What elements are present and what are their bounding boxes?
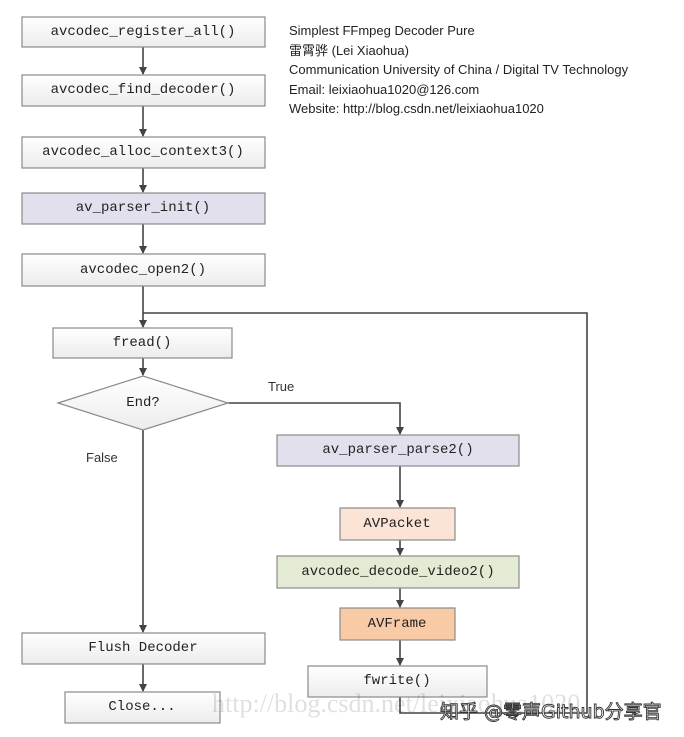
node-fread: fread() bbox=[52, 327, 233, 359]
node-decode-video2: avcodec_decode_video2() bbox=[276, 555, 520, 589]
node-avframe: AVFrame bbox=[339, 607, 456, 641]
svg-text:av_parser_parse2(): av_parser_parse2() bbox=[322, 442, 473, 458]
author-info: Simplest FFmpeg Decoder Pure 雷霄骅 (Lei Xi… bbox=[289, 21, 628, 119]
node-flush-decoder: Flush Decoder bbox=[21, 632, 266, 665]
node-fwrite: fwrite() bbox=[307, 665, 488, 698]
info-email: Email: leixiaohua1020@126.com bbox=[289, 81, 480, 97]
csdn-watermark: http://blog.csdn.net/leixiaohua1020 bbox=[212, 689, 580, 718]
info-website: Website: http://blog.csdn.net/leixiaohua… bbox=[289, 101, 544, 116]
node-alloc-context3: avcodec_alloc_context3() bbox=[21, 136, 266, 169]
info-affiliation: Communication University of China / Digi… bbox=[289, 62, 629, 77]
node-open2: avcodec_open2() bbox=[21, 253, 266, 287]
svg-text:Close...: Close... bbox=[108, 699, 175, 715]
svg-text:avcodec_register_all(): avcodec_register_all() bbox=[51, 24, 236, 40]
connectors bbox=[139, 47, 588, 714]
svg-text:AVFrame: AVFrame bbox=[368, 616, 427, 632]
svg-text:avcodec_alloc_context3(): avcodec_alloc_context3() bbox=[42, 144, 244, 160]
svg-text:AVPacket: AVPacket bbox=[363, 516, 430, 532]
node-end-decision: End? bbox=[56, 375, 230, 431]
false-label: False bbox=[86, 450, 118, 465]
true-label: True bbox=[268, 379, 294, 394]
svg-text:avcodec_decode_video2(): avcodec_decode_video2() bbox=[301, 564, 494, 580]
node-find-decoder: avcodec_find_decoder() bbox=[21, 74, 266, 107]
svg-text:avcodec_open2(): avcodec_open2() bbox=[80, 262, 206, 278]
node-avpacket: AVPacket bbox=[339, 507, 456, 541]
node-register-all: avcodec_register_all() bbox=[21, 16, 266, 48]
node-parser-parse2: av_parser_parse2() bbox=[276, 434, 520, 467]
node-close: Close... bbox=[64, 691, 221, 724]
svg-text:End?: End? bbox=[126, 395, 160, 411]
info-author: 雷霄骅 (Lei Xiaohua) bbox=[289, 42, 409, 58]
svg-text:fread(): fread() bbox=[113, 335, 172, 351]
svg-text:fwrite(): fwrite() bbox=[363, 673, 430, 689]
svg-text:avcodec_find_decoder(): avcodec_find_decoder() bbox=[51, 82, 236, 98]
info-title: Simplest FFmpeg Decoder Pure bbox=[289, 23, 475, 38]
loop-back-connector bbox=[143, 312, 588, 714]
svg-text:av_parser_init(): av_parser_init() bbox=[76, 200, 210, 216]
svg-text:Flush Decoder: Flush Decoder bbox=[88, 640, 197, 656]
node-parser-init: av_parser_init() bbox=[21, 192, 266, 225]
zhihu-watermark: 知乎 @零声Github分享官 bbox=[440, 701, 662, 723]
